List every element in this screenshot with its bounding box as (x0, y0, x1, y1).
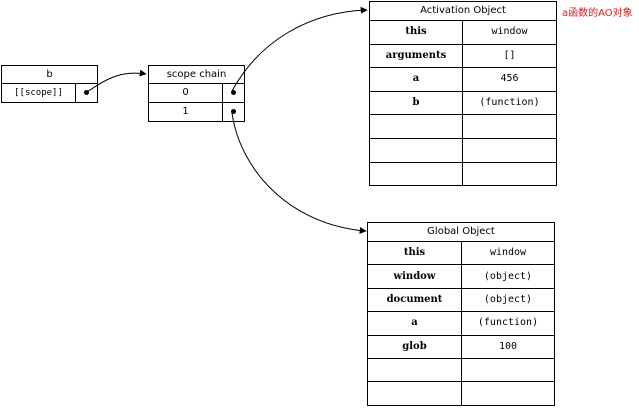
global-object-value (461, 358, 555, 383)
scope-chain-pointer-cell-1 (222, 102, 245, 122)
activation-object-value (462, 161, 557, 187)
arrow-b-to-scope-chain (86, 69, 147, 93)
activation-object-value (462, 114, 557, 139)
arrow-scope0-to-activation-object (231, 6, 368, 92)
global-object-key: document (367, 287, 462, 313)
activation-object-key (369, 161, 463, 187)
global-object-key (367, 358, 462, 383)
activation-object-key (369, 114, 463, 139)
b-scope-pointer-dot (84, 90, 89, 95)
activation-object-annotation: a函数的AO对象 (562, 8, 633, 19)
activation-object-title: Activation Object (369, 1, 557, 21)
scope-chain-index-0: 0 (148, 83, 223, 103)
global-object-key: window (367, 264, 462, 289)
global-object-key: this (367, 241, 462, 266)
activation-object-value: 456 (462, 67, 557, 92)
scope-chain-pointer-dot-0 (231, 90, 236, 95)
global-object-key (367, 381, 462, 406)
global-object-value: 100 (461, 334, 555, 359)
global-object-key: glob (367, 334, 462, 359)
global-object-key: a (367, 311, 462, 336)
activation-object-key: b (369, 90, 463, 116)
scope-chain-title: scope chain (148, 65, 245, 84)
activation-object-key: a (369, 67, 463, 92)
scope-chain-pointer-dot-1 (231, 109, 236, 114)
global-object-value (461, 381, 555, 406)
b-scope-pointer-cell (75, 83, 98, 103)
b-box-title: b (1, 65, 98, 84)
activation-object-value: [] (462, 43, 557, 69)
global-object-value: (function) (461, 311, 555, 336)
activation-object-value (462, 138, 557, 163)
global-object-value: window (461, 241, 555, 266)
global-object-title: Global Object (367, 222, 555, 242)
activation-object-value: window (462, 20, 557, 45)
activation-object-key (369, 138, 463, 163)
activation-object-value: (function) (462, 90, 557, 116)
scope-chain-index-1: 1 (148, 102, 223, 122)
global-object-value: (object) (461, 287, 555, 313)
arrow-scope1-to-global-object (231, 112, 367, 234)
activation-object-key: this (369, 20, 463, 45)
global-object-value: (object) (461, 264, 555, 289)
b-scope-label: [[scope]] (1, 83, 76, 103)
activation-object-key: arguments (369, 43, 463, 69)
